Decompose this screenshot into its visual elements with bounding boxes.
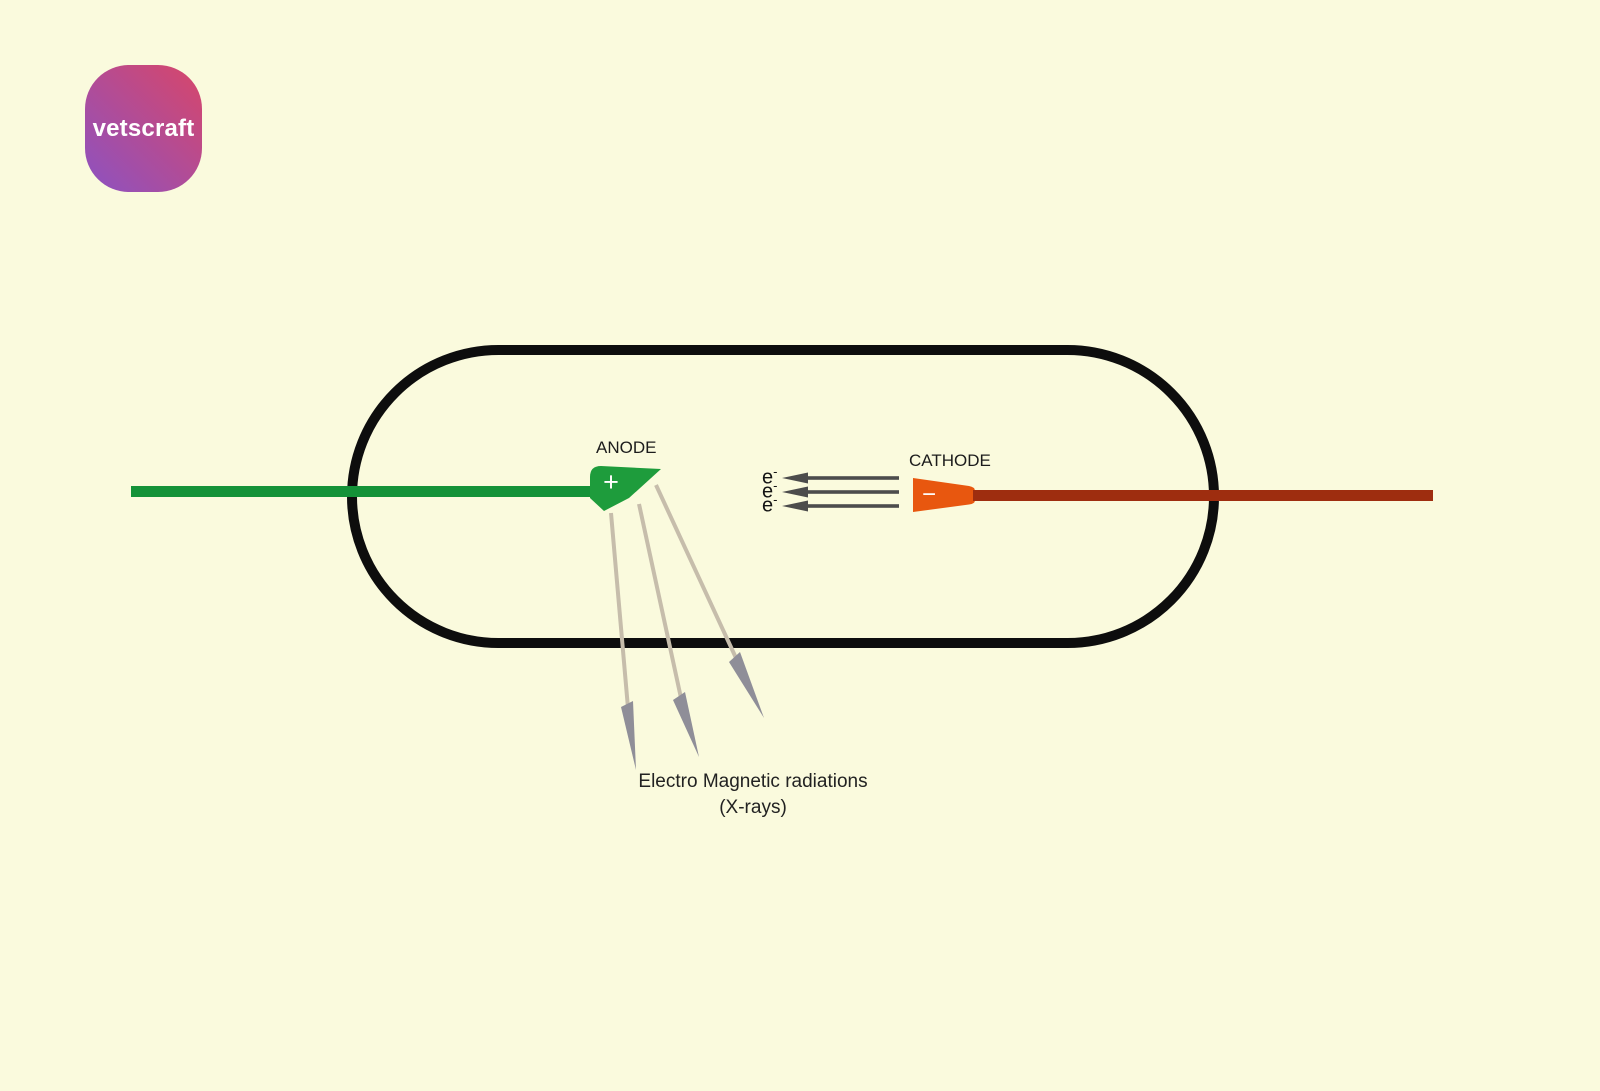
electron-arrow [782,472,899,484]
radiation-caption-line-2: (X-rays) [719,797,787,818]
anode-wire [131,486,591,497]
logo-text: vetscraft [92,114,195,142]
xray-ray [654,484,764,718]
anode-target [590,466,661,511]
electron-arrow [782,500,899,512]
cathode-filament [913,478,975,512]
vetscraft-logo: vetscraft [85,65,202,192]
electron-label: e- [762,492,778,517]
cathode-wire [973,490,1433,501]
electron-arrow [782,486,899,498]
anode-label: ANODE [596,438,657,457]
radiation-caption: Electro Magnetic radiations (X-rays) [573,769,933,821]
xray-arrowhead [729,652,764,718]
cathode-minus-sign: − [921,481,936,508]
electron-label: e- [762,478,778,503]
xray-arrowhead [621,701,636,770]
electron-beam [782,472,899,512]
xray-ray [609,512,636,770]
cathode-label: CATHODE [909,451,991,470]
anode-plus-sign: + [603,466,619,497]
xray-beams [609,484,764,770]
xray-arrowhead [673,692,699,757]
radiation-caption-line-1: Electro Magnetic radiations [638,771,868,792]
electron-label: e- [762,464,778,489]
xray-ray [637,503,699,757]
